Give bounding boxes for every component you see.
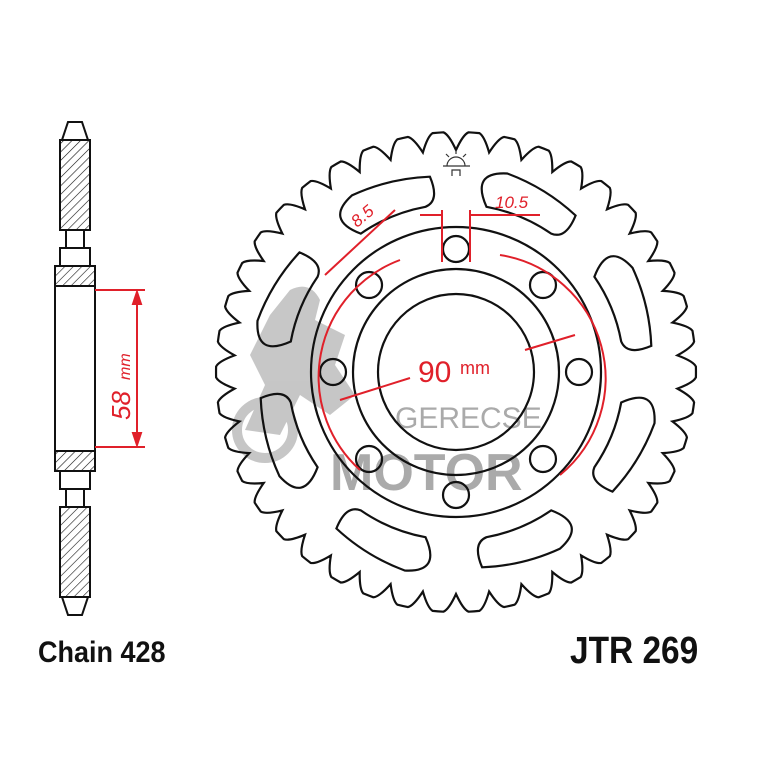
- lightening-window: [480, 172, 577, 236]
- sun-logo-icon: [443, 150, 470, 176]
- lightening-window: [593, 255, 653, 352]
- hub-thickness-unit: mm: [117, 353, 134, 380]
- bolt-hole: [528, 444, 558, 474]
- watermark-line2: MOTOR: [330, 444, 523, 502]
- side-profile: [54, 121, 96, 616]
- bolt-hole: [528, 270, 558, 300]
- lightening-window: [339, 175, 436, 235]
- sprocket-front-view: [214, 131, 698, 613]
- watermark: [232, 286, 355, 463]
- bolt-circle-unit: mm: [460, 358, 490, 378]
- hub-ring: [351, 267, 561, 477]
- bolt-hole: [354, 270, 384, 300]
- center-bore: [376, 292, 536, 452]
- hub-thickness-dimension: [95, 288, 145, 449]
- lightening-window: [476, 509, 573, 569]
- bolt-hole: [564, 357, 594, 387]
- outer-hub-ring: [309, 225, 603, 519]
- lightening-window: [259, 392, 319, 489]
- lightening-window: [256, 251, 320, 348]
- chain-label: Chain 428: [38, 636, 166, 669]
- lightening-window: [335, 508, 432, 572]
- bolt-hole: [441, 234, 471, 264]
- bolt-hole: [318, 357, 348, 387]
- bolt-hole: [441, 480, 471, 510]
- model-label: JTR 269: [570, 630, 699, 672]
- bolt-circle-dimension: [317, 209, 607, 476]
- lightening-window: [592, 396, 656, 493]
- bolt-circle-value: 90: [418, 356, 451, 389]
- bolt-hole: [354, 444, 384, 474]
- sprocket-teeth-outline: [214, 131, 698, 613]
- offset-value: 10.5: [495, 193, 529, 212]
- hub-thickness-value: 58: [106, 391, 136, 420]
